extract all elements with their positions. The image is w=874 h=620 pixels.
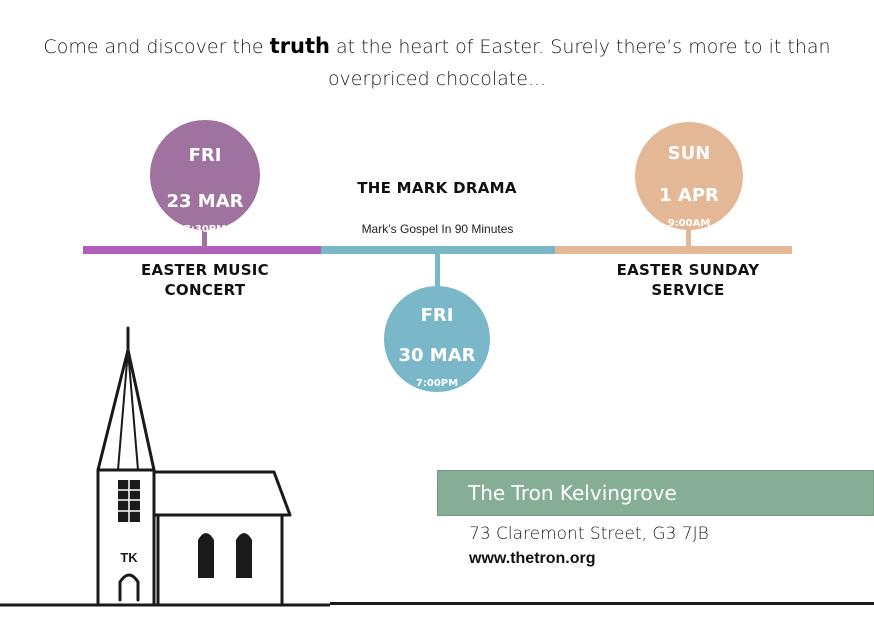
timeline-stem-1 [202,226,207,248]
event-date-circle-2: FRI 30 MAR 7:00PM [384,286,490,392]
event-subtitle-2: Mark’s Gospel In 90 Minutes [361,222,514,236]
church-illustration: TK [0,326,330,607]
timeline-segment-3 [555,246,792,254]
event-title-1: EASTER MUSIC CONCERT [140,261,269,299]
timeline-segment-2 [321,246,555,254]
intro-before: Come and discover the [43,36,270,58]
timeline-segment-1 [83,246,321,254]
ground-line [330,602,874,605]
event-date: 30 MAR [398,345,476,366]
event-date-circle-1: FRI 23 MAR 7:30PM [150,120,260,235]
venue-name: The Tron Kelvingrove [468,481,677,505]
event-date: 1 APR [659,185,719,206]
event-day: FRI [188,145,222,166]
church-label: TK [120,550,138,565]
event-title-2: THE MARK DRAMA [357,179,517,197]
event-time: 7:30PM [183,224,227,235]
intro-after: at the heart of Easter. Surely there’s m… [327,36,831,90]
intro-highlight: truth [269,34,330,58]
venue-banner: The Tron Kelvingrove [437,470,874,516]
venue-address: 73 Claremont Street, G3 7JB [469,524,709,544]
event-day: FRI [420,305,454,326]
timeline-stem-3 [686,226,691,248]
intro-text: Come and discover the truth at the heart… [40,30,834,95]
venue-website-link[interactable]: www.thetron.org [469,550,596,567]
timeline-stem-2 [435,252,440,288]
event-time: 7:00PM [415,378,459,389]
event-time: 9:00AM [667,218,711,229]
event-day: SUN [667,143,711,164]
event-date-circle-3: SUN 1 APR 9:00AM [635,122,743,230]
event-title-3: EASTER SUNDAY SERVICE [616,261,760,299]
event-date: 23 MAR [166,191,244,212]
